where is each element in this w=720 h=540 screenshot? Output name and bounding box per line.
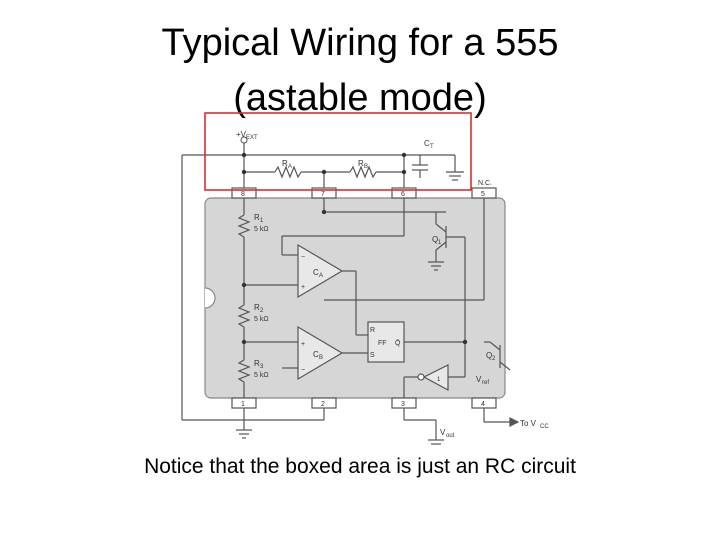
svg-text:1: 1	[260, 218, 264, 224]
svg-text:A: A	[319, 273, 323, 279]
svg-text:+: +	[301, 284, 305, 291]
svg-text:5 kΩ: 5 kΩ	[254, 226, 269, 233]
ic-body	[204, 197, 506, 399]
resistor-r2	[237, 304, 251, 328]
slide-title-line-2: (astable mode)	[233, 77, 487, 119]
label-ct: C	[424, 139, 430, 148]
pin-8-label: 8	[241, 191, 245, 198]
svg-text:5 kΩ: 5 kΩ	[254, 372, 269, 379]
svg-text:B: B	[364, 164, 368, 170]
svg-text:5 kΩ: 5 kΩ	[254, 316, 269, 323]
label-r3: R	[254, 359, 260, 368]
label-vext: +V	[236, 130, 247, 139]
slide-title-line-1: Typical Wiring for a 555	[161, 22, 559, 64]
svg-text:ref: ref	[482, 380, 489, 386]
svg-text:−: −	[301, 367, 305, 374]
arrow-to-vcc-icon	[509, 417, 520, 427]
svg-text:−: −	[301, 254, 305, 261]
label-rb: R	[358, 159, 364, 168]
label-to-vcc: To V	[520, 419, 537, 428]
svg-text:out: out	[446, 433, 455, 439]
svg-text:2: 2	[260, 308, 264, 314]
pin-2-label: 2	[321, 401, 325, 408]
pin-3-label: 3	[401, 401, 405, 408]
junction-dots	[241, 152, 468, 345]
pin-5-label: 5	[481, 191, 485, 198]
svg-text:2: 2	[492, 356, 496, 362]
svg-text:T: T	[430, 144, 434, 150]
pin-1-label: 1	[241, 401, 245, 408]
label-vout: V	[440, 428, 446, 437]
resistor-rb	[349, 165, 377, 179]
svg-text:CC: CC	[540, 424, 549, 430]
svg-text:1: 1	[437, 377, 441, 383]
pin-7-label: 7	[321, 191, 325, 198]
label-r1: R	[254, 213, 260, 222]
label-q1: Q	[432, 235, 438, 244]
label-ff: FF	[378, 340, 387, 347]
svg-text:3: 3	[260, 364, 264, 370]
resistor-r3	[237, 359, 251, 383]
comparator-cb	[297, 325, 344, 381]
label-ra: R	[282, 159, 288, 168]
slide-caption: Notice that the boxed area is just an RC…	[144, 455, 576, 478]
label-r2: R	[254, 303, 260, 312]
label-vref: V	[476, 375, 482, 384]
label-cb: C	[313, 350, 319, 359]
label-ff-q: Q̄	[395, 339, 401, 347]
rc-highlight-box	[204, 112, 472, 191]
pin-4-label: 4	[481, 401, 485, 408]
svg-text:1: 1	[438, 240, 442, 246]
resistor-r1	[237, 214, 251, 238]
label-ca: C	[313, 268, 319, 277]
resistor-ra	[274, 165, 302, 179]
svg-text:B: B	[319, 355, 323, 361]
svg-text:+: +	[301, 341, 305, 348]
flip-flop	[367, 321, 405, 363]
label-q2: Q	[486, 351, 492, 360]
vext-terminal	[240, 136, 248, 144]
pin-6-label: 6	[401, 191, 405, 198]
svg-text:EXT: EXT	[246, 135, 258, 141]
comparator-ca	[297, 243, 344, 299]
label-ff-s: S	[370, 352, 375, 359]
ic-notch	[204, 287, 216, 309]
svg-text:A: A	[288, 164, 292, 170]
label-nc: N.C.	[478, 180, 492, 187]
label-ff-r: R	[370, 327, 375, 334]
